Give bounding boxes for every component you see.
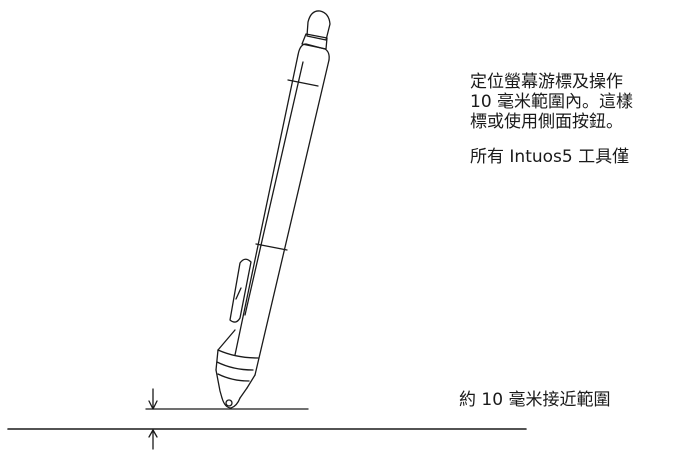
proximity-range-label: 約 10 毫米接近範圍 bbox=[459, 390, 611, 410]
intuos-note: 所有 Intuos5 工具僅 bbox=[470, 147, 630, 167]
description-paragraph: 定位螢幕游標及操作 10 毫米範圍內。這樣 標或使用側面按鈕。 bbox=[470, 72, 687, 132]
grip-pen-icon bbox=[215, 10, 331, 409]
description-line: 10 毫米範圍內。這樣 bbox=[470, 92, 634, 112]
description-line: 定位螢幕游標及操作 bbox=[470, 72, 623, 92]
description-line: 標或使用側面按鈕。 bbox=[470, 112, 623, 132]
dimension-arrow-up-icon bbox=[148, 429, 158, 450]
dimension-arrow-down-icon bbox=[148, 388, 158, 410]
